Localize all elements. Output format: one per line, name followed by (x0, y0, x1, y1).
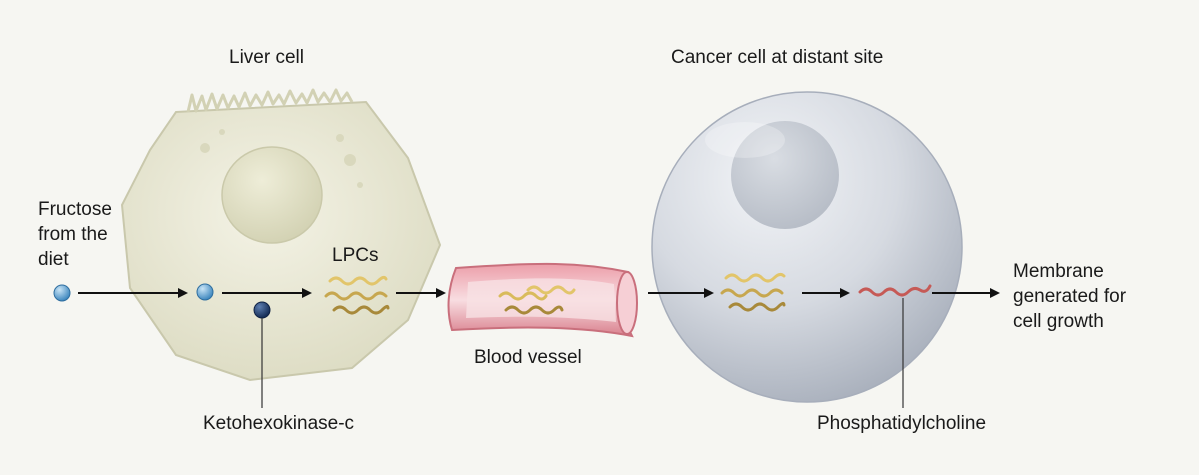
cancer-cell (651, 91, 963, 403)
membrane-label: Membrane generated for cell growth (1013, 261, 1127, 332)
lpc-strand (526, 285, 576, 295)
liver-vesicle (219, 129, 225, 135)
liver-vesicle (344, 154, 356, 166)
ketohexokinase-molecule (253, 301, 271, 319)
cancer-nucleus (731, 121, 839, 229)
liver-microvilli (186, 88, 354, 113)
fructose-molecule-in-cell (196, 283, 214, 301)
lpc-strand (504, 305, 564, 315)
pointer-lines (261, 298, 904, 408)
ketohexokinase-label: Ketohexokinase-c (203, 413, 355, 434)
cancer-cell-body (651, 91, 963, 403)
lpc-strand (328, 275, 388, 286)
liver-vesicle (336, 134, 344, 142)
liver-vesicle (200, 143, 210, 153)
lpc-strand (324, 291, 388, 301)
blood-vessel-label: Blood vessel (474, 347, 582, 368)
liver-nucleus (221, 146, 323, 244)
lpcs-label: LPCs (332, 245, 379, 266)
molecules (53, 272, 932, 319)
blood-vessel-lumen (616, 271, 638, 335)
liver-vesicle (357, 182, 363, 188)
liver-cell-label: Liver cell (229, 47, 304, 68)
fructose-label: Fructose from the diet (38, 199, 112, 270)
lpc-strand (720, 288, 784, 298)
lpc-strand (724, 272, 786, 283)
cancer-highlight (705, 122, 785, 158)
lpc-strand (332, 304, 390, 315)
lpc-strand (728, 301, 786, 312)
cancer-cell-label: Cancer cell at distant site (671, 47, 884, 68)
lpc-strand (498, 291, 548, 301)
liver-cell (120, 88, 442, 382)
phosphatidylcholine-label: Phosphatidylcholine (817, 413, 987, 434)
phosphatidylcholine-strand (858, 284, 932, 297)
fructose-molecule (53, 284, 71, 302)
